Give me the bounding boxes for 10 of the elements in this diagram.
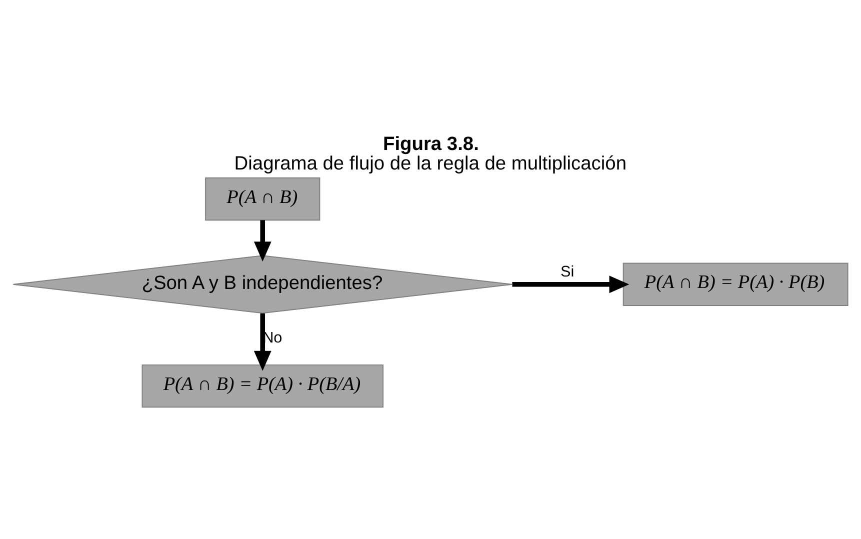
arrow (254, 313, 272, 371)
node-diamond: ¿Son A y B independientes? (12, 255, 513, 314)
arrow (254, 220, 272, 262)
node-box: P(A ∩ B) = P(A) · P(B) (622, 262, 848, 306)
caption: Diagrama de flujo de la regla de multiplicación (234, 153, 626, 174)
node-box: P(A ∩ B) = P(A) · P(B/A) (142, 364, 384, 408)
diagram-title: Figura 3.8. (383, 134, 479, 156)
arrow (512, 276, 630, 294)
edge-label: Si (560, 264, 574, 281)
node-box: P(A ∩ B) (205, 177, 320, 221)
